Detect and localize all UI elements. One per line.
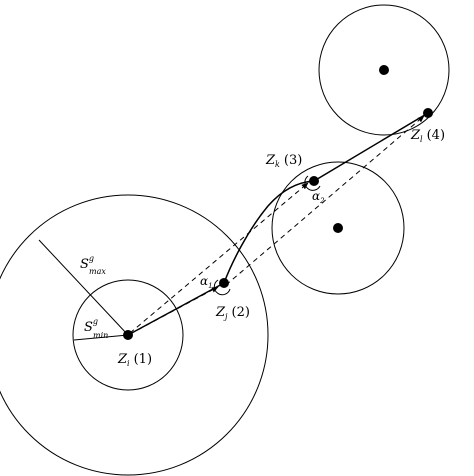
inner-range-circle (72, 279, 184, 391)
min-radius-sub: min (93, 331, 108, 340)
min-radius-line (73, 334, 129, 341)
dashed-arrow-zi-zj (129, 286, 219, 335)
angle-label-2: α2 (312, 189, 325, 205)
node-point-zk (309, 176, 319, 186)
solid-path (127, 112, 429, 336)
dashed-arrow-zj-zl (225, 115, 425, 286)
angle-label-1: α1 (200, 274, 213, 290)
outer-range-circle (0, 194, 269, 476)
node-label-zl: Zl(4) (410, 128, 445, 144)
middle-circle (271, 161, 405, 295)
angle-arc-1 (213, 279, 231, 296)
circle-center-top-right (379, 65, 389, 75)
node-label-zi: Zi(1) (117, 352, 152, 368)
node-point-zj (219, 278, 229, 288)
node-label-zk: Zk(3) (265, 153, 302, 169)
max-radius-label: Sg (80, 254, 94, 272)
circle-center-middle (333, 223, 343, 233)
max-radius-line (38, 239, 129, 336)
node-label-zj: Zj(2) (215, 305, 250, 321)
node-point-zi (123, 330, 133, 340)
dashed-arrow-zi-zk (129, 182, 309, 334)
min-radius-label: Sg (84, 317, 98, 335)
max-radius-sub: max (89, 267, 106, 276)
angle-arc-2 (304, 175, 321, 191)
top-right-circle (318, 4, 450, 136)
node-point-zl (423, 108, 433, 118)
